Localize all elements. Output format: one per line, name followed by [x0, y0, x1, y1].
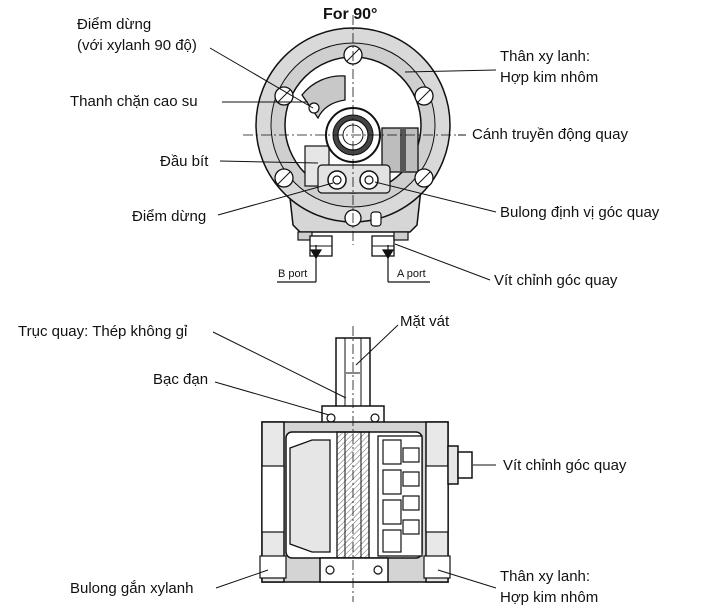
label-rotating-vane: Cánh truyền động quay	[472, 126, 628, 143]
label-cylinder-body-side-material: Hợp kim nhôm	[500, 589, 599, 606]
label-flat-face: Mặt vát	[400, 313, 450, 330]
leader-flat-face	[355, 324, 399, 366]
label-angle-locating-bolt: Bulong định vị góc quay	[500, 204, 660, 221]
leader-shaft	[212, 331, 347, 399]
label-b-port: B port	[278, 268, 308, 280]
adjust-screw-side	[447, 445, 459, 485]
leader-bearing	[214, 381, 330, 416]
label-rubber-stopper: Thanh chặn cao su	[70, 93, 198, 110]
label-angle-adjust-screw-side: Vít chỉnh góc quay	[503, 457, 627, 474]
label-piston-end: Đầu bít	[160, 153, 209, 170]
label-a-port: A port	[397, 268, 426, 280]
leader-piston-end	[219, 160, 319, 164]
label-stop-point: Điểm dừng	[132, 208, 207, 225]
leader-mounting-bolt	[215, 569, 269, 589]
leader-stop-point	[217, 182, 334, 216]
diagram-title: For 90°	[323, 6, 378, 23]
label-shaft: Trục quay: Thép không gỉ	[18, 323, 188, 340]
side-view	[259, 337, 473, 583]
leader-locating-bolt	[374, 181, 497, 213]
label-bearing: Bạc đạn	[153, 371, 209, 388]
label-cylinder-body-top: Thân xy lanh:	[500, 48, 591, 65]
label-angle-adjust-screw-top: Vít chỉnh góc quay	[494, 272, 618, 289]
leader-stop-point-90	[209, 47, 314, 109]
label-cylinder-body-top-material: Hợp kim nhôm	[500, 69, 599, 86]
label-cylinder-body-side: Thân xy lanh:	[500, 568, 591, 585]
label-stop-point-90: Điểm dừng	[77, 16, 152, 33]
leader-cylinder-body-top	[404, 69, 497, 73]
leader-adjust-screw-top	[394, 243, 491, 281]
label-stop-point-90-note: (với xylanh 90 độ)	[77, 37, 197, 54]
leader-cylinder-body-side	[437, 569, 497, 589]
top-view	[255, 27, 451, 257]
label-mounting-bolt: Bulong gắn xylanh	[70, 580, 194, 597]
